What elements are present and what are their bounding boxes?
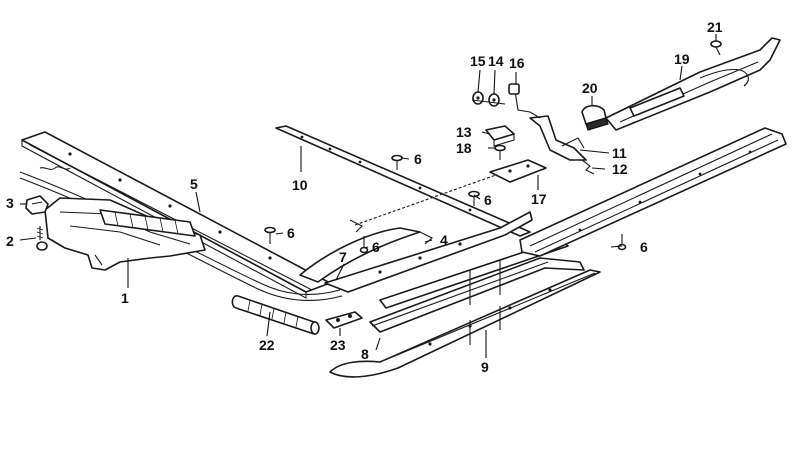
callout-14: 14: [488, 53, 504, 69]
callout-15: 15: [470, 53, 486, 69]
callout-5: 5: [190, 176, 198, 192]
guide-rail-part-5: [21, 131, 331, 299]
callout-4: 4: [440, 232, 448, 248]
lower-rail-part-8: [369, 239, 585, 333]
screw-part-6-e: [617, 234, 627, 251]
right-rail: [519, 127, 787, 257]
callout-17: 17: [531, 191, 547, 207]
nut-part-14: [488, 93, 500, 107]
drive-housing-part-1: [44, 197, 206, 271]
leader-lines: [19, 34, 717, 358]
callout-12: 12: [612, 161, 628, 177]
screw-part-6-a: [391, 154, 403, 170]
callout-6-right: 6: [640, 239, 648, 255]
cover-part-20: [581, 104, 609, 131]
screw-part-2: [36, 226, 48, 251]
callout-10: 10: [292, 177, 308, 193]
callout-1: 1: [121, 290, 129, 306]
callout-23: 23: [330, 337, 346, 353]
lever-part-4: [299, 219, 433, 283]
washer-part-15: [472, 91, 484, 105]
bottom-rail-part-9: [329, 269, 601, 378]
clip-part-3: [25, 195, 49, 215]
strip-part-10: [275, 125, 531, 237]
block-part-13: [485, 125, 515, 147]
bracket-part-23: [325, 311, 363, 329]
callout-20: 20: [582, 80, 598, 96]
callout-6-left: 6: [287, 225, 295, 241]
callout-22: 22: [259, 337, 275, 353]
callout-6-lower: 6: [372, 239, 380, 255]
callout-11: 11: [612, 145, 627, 161]
cable-dashed: [354, 169, 511, 226]
callout-2: 2: [6, 233, 14, 249]
callout-6-upper: 6: [414, 151, 422, 167]
screw-part-18: [494, 144, 506, 160]
screw-part-6-c: [468, 190, 480, 206]
callout-19: 19: [674, 51, 690, 67]
spring-part-12: [581, 159, 595, 175]
callout-21: 21: [707, 19, 723, 35]
callout-7: 7: [339, 249, 347, 265]
bracket-part-19: [605, 37, 781, 131]
callout-9: 9: [481, 359, 489, 375]
screw-part-21: [710, 40, 722, 56]
callout-3: 3: [6, 195, 14, 211]
callout-13: 13: [456, 124, 472, 140]
bracket-part-7: [324, 211, 533, 293]
callout-8: 8: [361, 346, 369, 362]
callout-16: 16: [509, 55, 525, 71]
callout-18: 18: [456, 140, 472, 156]
hose-part-22: [231, 295, 320, 335]
lever-part-11: [529, 115, 587, 161]
callout-6-center: 6: [484, 192, 492, 208]
screw-part-6-b: [264, 226, 276, 244]
rod-part-16: [508, 83, 541, 119]
plate-part-17: [489, 159, 547, 183]
